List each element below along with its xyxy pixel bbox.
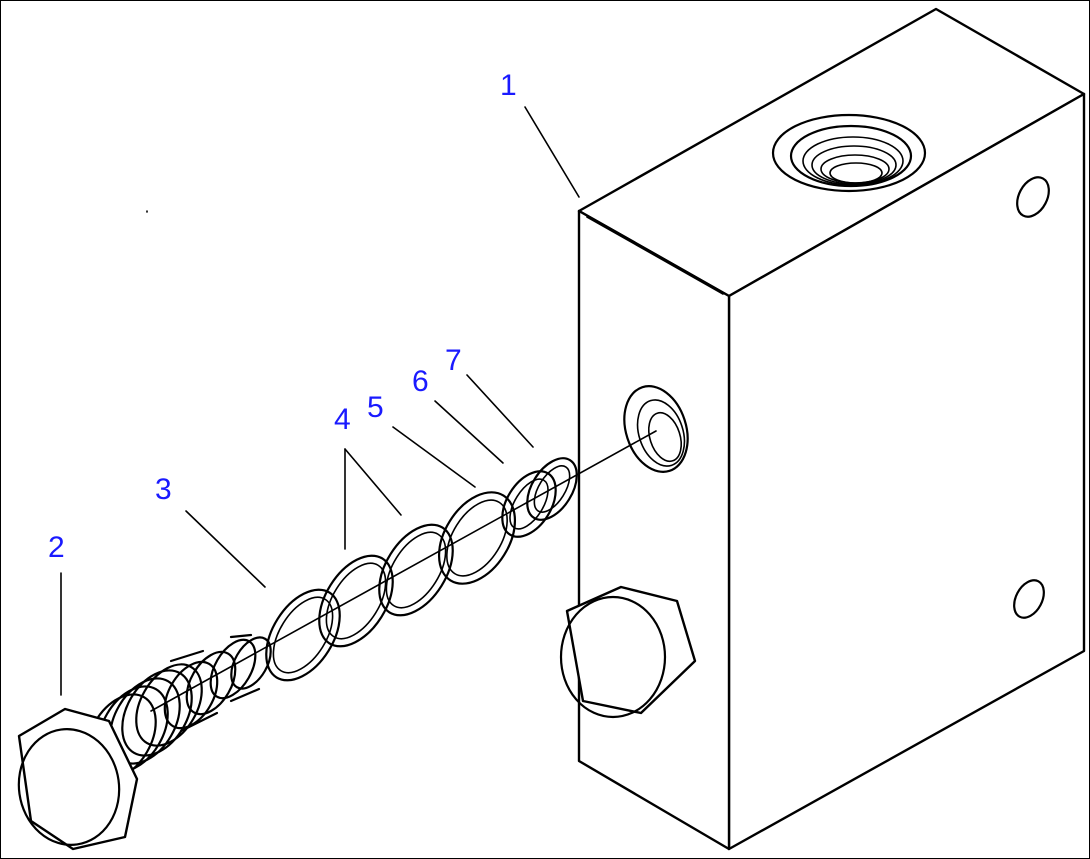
ring-3	[265, 588, 341, 682]
installed-hex-plug	[559, 585, 697, 719]
callout-7: 7	[445, 344, 462, 377]
valve-block	[577, 7, 1086, 851]
callout-5: 5	[367, 391, 384, 424]
upper-side-hole	[1016, 176, 1050, 218]
ring-7	[526, 457, 578, 521]
valve-block-front-face	[577, 209, 731, 851]
callout-4: 4	[334, 403, 351, 436]
ring-5	[437, 491, 517, 585]
callout-1: 1	[500, 69, 517, 102]
threaded-plug	[17, 633, 272, 851]
ring-6	[501, 470, 557, 538]
callout-2: 2	[48, 531, 65, 564]
ring-4a	[378, 523, 454, 617]
leader-lines	[60, 106, 580, 696]
ring-4b	[318, 554, 394, 648]
callout-6: 6	[412, 365, 429, 398]
callout-3: 3	[155, 473, 172, 506]
top-threaded-port	[771, 113, 927, 193]
lower-side-hole	[1013, 579, 1045, 619]
